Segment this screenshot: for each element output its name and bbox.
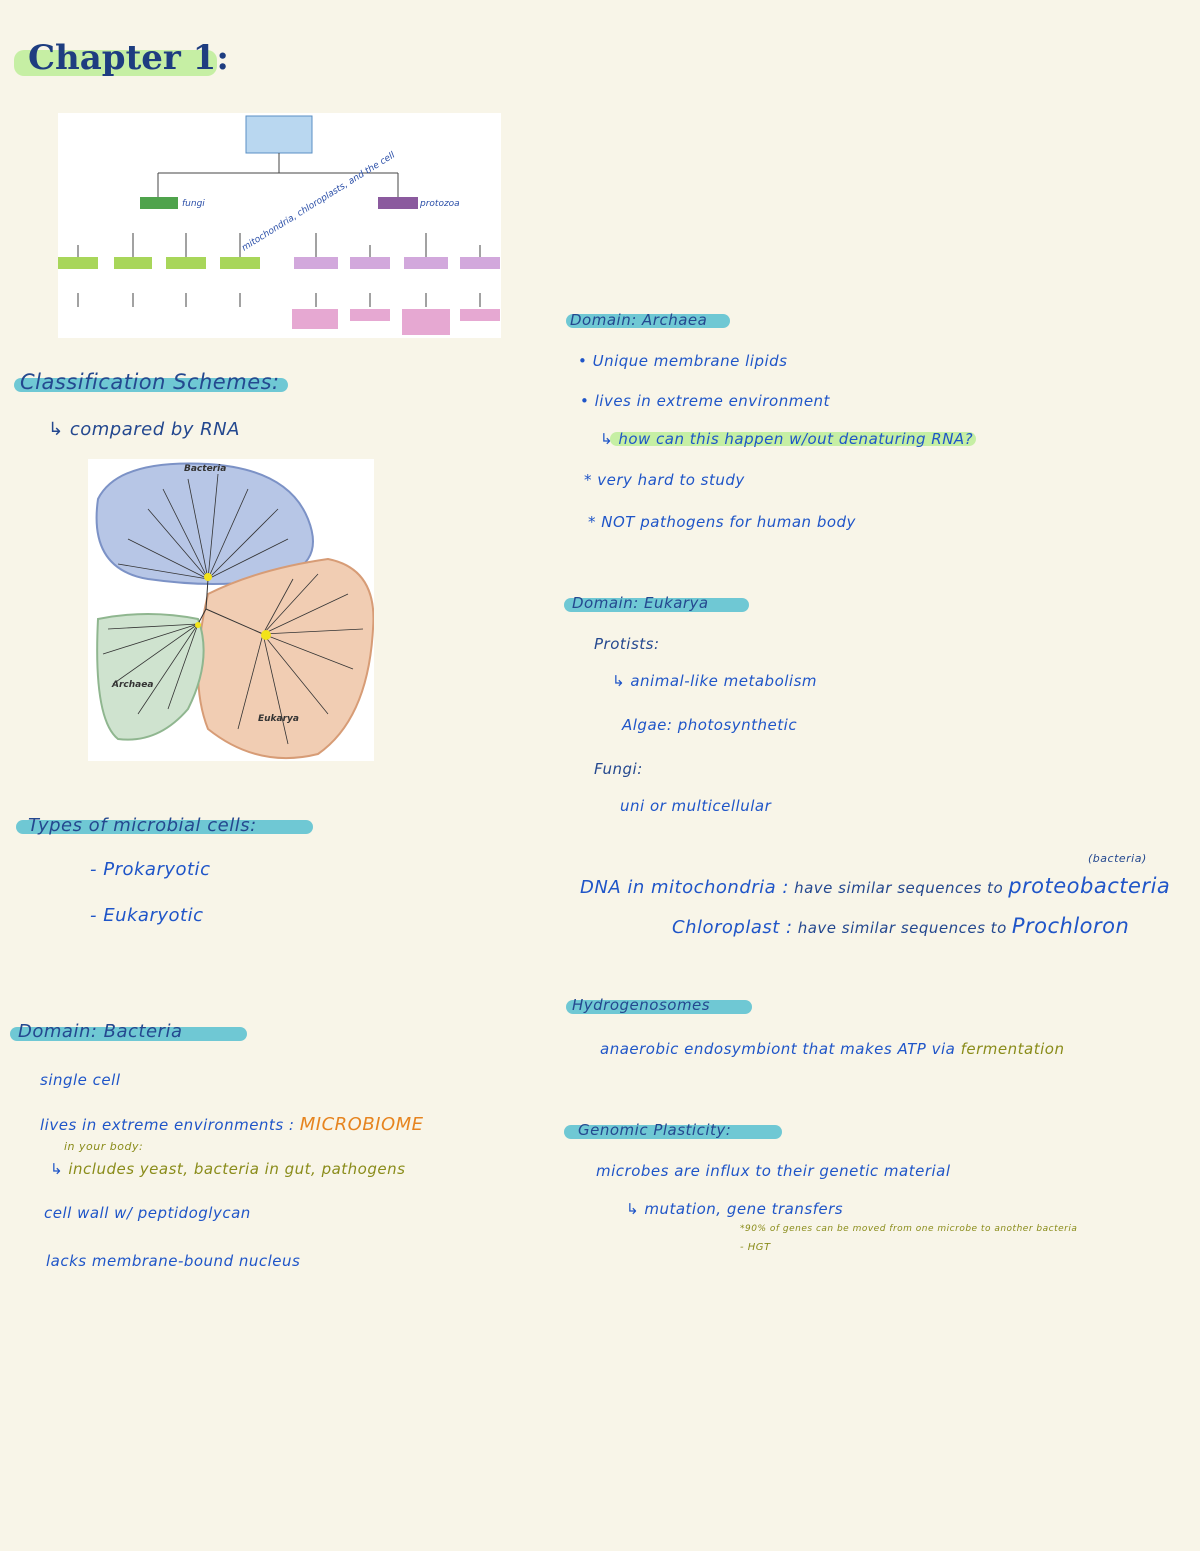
genomic-text: microbes are influx to their genetic mat…	[596, 1162, 951, 1180]
bacteria-heading: Domain: Bacteria	[18, 1021, 183, 1042]
bacteria-branches	[117, 473, 289, 580]
archaea-item-4: * very hard to study	[584, 471, 745, 489]
dna-chloro-target: Prochloron	[1011, 914, 1130, 938]
archaea-item-1: • Unique membrane lipids	[578, 352, 788, 370]
page-title: Chapter 1:	[28, 38, 229, 78]
flowchart-purple-boxes	[294, 257, 500, 269]
bacteria-single-cell: single cell	[40, 1071, 121, 1089]
archaea-region	[96, 613, 205, 741]
genomic-sub: ↳ mutation, gene transfers	[626, 1200, 843, 1218]
genomic-sub-text: mutation, gene transfers	[644, 1200, 844, 1218]
eukarya-highlight	[564, 598, 749, 612]
eukarya-root-dot	[261, 630, 271, 640]
tree-of-life-figure: Bacteria Archaea Eukarya	[88, 459, 375, 761]
archaea-root-dot	[195, 622, 201, 628]
dna-chloro-text: have similar sequences to	[797, 919, 1007, 937]
dna-bacteria-note: (bacteria)	[1088, 852, 1147, 865]
eukarya-animal-like: ↳ animal-like metabolism	[612, 672, 817, 690]
dna-mito-line: DNA in mitochondria : have similar seque…	[580, 874, 1170, 898]
genomic-highlight	[564, 1125, 782, 1139]
eukarya-algae: Algae: photosynthetic	[622, 716, 798, 734]
archaea-question-highlight	[610, 432, 976, 446]
dna-mito-target: proteobacteria	[1008, 874, 1171, 898]
bacteria-lives-text: lives in extreme environments :	[40, 1116, 295, 1134]
bacteria-in-body: in your body:	[64, 1140, 144, 1153]
tree-svg: Bacteria Archaea Eukarya	[95, 462, 375, 760]
archaea-branches	[102, 623, 199, 715]
classification-flowchart: fungi protozoa mitochondria, chloroplast…	[58, 113, 501, 338]
bacteria-lives: lives in extreme environments : MICROBIO…	[40, 1114, 424, 1135]
eukarya-protists: Protists:	[594, 635, 660, 653]
hydrogenosomes-fermentation: fermentation	[960, 1040, 1065, 1058]
flowchart-root-box	[245, 115, 313, 154]
dna-chloro-line: Chloroplast : have similar sequences to …	[672, 914, 1129, 938]
classification-highlight	[14, 378, 288, 392]
classification-heading: Classification Schemes:	[20, 370, 280, 394]
eukarya-animal-like-text: animal-like metabolism	[630, 672, 818, 690]
archaea-item-2: • lives in extreme environment	[580, 392, 830, 410]
eukarya-branches	[237, 573, 364, 745]
flowchart-prokaryote-box	[140, 197, 178, 209]
flowchart-annotation-organelles: mitochondria, chloroplasts, and the cell	[240, 150, 397, 253]
flowchart-green-boxes	[58, 257, 260, 269]
bacteria-highlight	[10, 1027, 247, 1041]
flowchart-annotation-protozoa: protozoa	[419, 199, 460, 209]
bacteria-root-dot	[204, 573, 212, 581]
eukarya-uni: uni or multicellular	[620, 797, 772, 815]
hydrogenosomes-text: anaerobic endosymbiont that makes ATP vi…	[600, 1040, 1064, 1058]
eukarya-region	[197, 557, 375, 760]
eukarya-fungi: Fungi:	[594, 760, 643, 778]
genomic-note-2: - HGT	[740, 1242, 771, 1253]
classification-sub: ↳ compared by RNA	[48, 419, 240, 440]
bacteria-lacks: lacks membrane-bound nucleus	[46, 1252, 301, 1270]
eukarya-heading: Domain: Eukarya	[572, 594, 709, 612]
arrow-icon: ↳	[612, 672, 626, 690]
dna-mito-text: have similar sequences to	[794, 879, 1004, 897]
arrow-icon: ↳	[626, 1200, 640, 1218]
types-highlight	[16, 820, 313, 834]
title-highlight	[14, 50, 217, 76]
tree-label-eukarya: Eukarya	[258, 714, 299, 724]
tree-label-archaea: Archaea	[111, 680, 153, 690]
genomic-note-1: *90% of genes can be moved from one micr…	[740, 1224, 1078, 1234]
tree-label-bacteria: Bacteria	[184, 464, 226, 474]
hydrogenosomes-heading: Hydrogenosomes	[572, 996, 711, 1014]
dna-mito-label: DNA in mitochondria :	[580, 877, 789, 898]
archaea-item-3: ↳ how can this happen w/out denaturing R…	[600, 430, 974, 448]
flowchart-eukaryote-box	[378, 197, 418, 209]
bacteria-includes: ↳ includes yeast, bacteria in gut, patho…	[50, 1160, 405, 1178]
hydrogenosomes-text-main: anaerobic endosymbiont that makes ATP vi…	[600, 1040, 956, 1058]
flowchart-annotation-fungi: fungi	[182, 199, 205, 209]
archaea-item-5: * NOT pathogens for human body	[588, 513, 856, 531]
arrow-icon: ↳	[50, 1160, 64, 1178]
flowchart-bottom-boxes	[292, 309, 500, 335]
bacteria-includes-text: includes yeast, bacteria in gut, pathoge…	[68, 1160, 406, 1178]
bacteria-cell-wall: cell wall w/ peptidoglycan	[44, 1204, 251, 1222]
types-item-prokaryotic: - Prokaryotic	[90, 859, 211, 880]
dna-chloro-label: Chloroplast :	[672, 917, 793, 938]
flowchart-svg: fungi protozoa mitochondria, chloroplast…	[58, 115, 500, 335]
arrow-icon: ↳	[48, 419, 64, 440]
bacteria-microbiome: MICROBIOME	[299, 1114, 424, 1135]
hydrogenosomes-highlight	[566, 1000, 752, 1014]
types-heading: Types of microbial cells:	[28, 815, 257, 836]
classification-sub-text: compared by RNA	[69, 419, 240, 440]
genomic-heading: Genomic Plasticity:	[578, 1121, 732, 1139]
archaea-heading: Domain: Archaea	[570, 311, 708, 329]
archaea-highlight	[566, 314, 730, 328]
types-item-eukaryotic: - Eukaryotic	[90, 905, 204, 926]
